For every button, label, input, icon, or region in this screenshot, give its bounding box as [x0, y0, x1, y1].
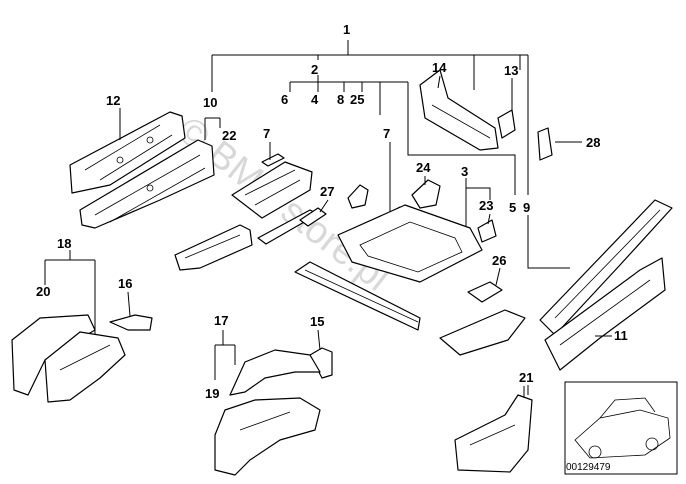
- part-26-bracket: [467, 281, 503, 303]
- part-25-clip: [347, 184, 369, 209]
- part-14-cross-member: [419, 69, 499, 151]
- callout-18: 18: [57, 236, 71, 251]
- leader-lines: [44, 40, 570, 395]
- callout-24: 24: [416, 160, 431, 175]
- callout-14: 14: [432, 60, 447, 75]
- callout-12: 12: [106, 93, 120, 108]
- part-6-floor-section: [231, 161, 313, 219]
- callout-10: 10: [203, 95, 217, 110]
- callout-27: 27: [320, 184, 334, 199]
- callout-28: 28: [586, 135, 600, 150]
- callout-4: 4: [311, 92, 319, 107]
- callout-21: 21: [519, 370, 533, 385]
- callout-17: 17: [214, 313, 228, 328]
- part-22-bracket: [174, 224, 253, 271]
- part-18-wheelhouse-assembly: [44, 331, 126, 403]
- callout-2: 2: [311, 62, 318, 77]
- callout-3: 3: [461, 164, 468, 179]
- part-19-wheel-arch-inner: [214, 397, 321, 476]
- car-thumbnail-inset: 00129479: [564, 381, 678, 475]
- part-21-rear-bracket: [454, 394, 533, 473]
- callout-13: 13: [504, 63, 518, 78]
- part-27-bracket: [299, 207, 327, 227]
- callout-1: 1: [343, 22, 350, 37]
- callout-20: 20: [36, 284, 50, 299]
- part-16-clip: [109, 314, 153, 331]
- callout-25: 25: [350, 92, 364, 107]
- leader-stubs: [119, 75, 612, 398]
- callout-11: 11: [614, 328, 628, 343]
- callout-numbers: 1 2 6 4 8 25 7 7 10 22 12 14 13 28 24 3 …: [36, 22, 628, 401]
- callout-22: 22: [222, 128, 236, 143]
- part-5-sill: [294, 261, 421, 331]
- callout-15: 15: [310, 314, 324, 329]
- part-12-longitudinal-member: [69, 111, 186, 194]
- callout-9: 9: [523, 200, 530, 215]
- part-13-bracket: [497, 109, 516, 139]
- part-17-wheel-arch: [229, 349, 321, 396]
- part-23-bracket: [477, 219, 497, 243]
- part-8-floor-pan: [337, 204, 483, 283]
- part-10-side-member: [79, 139, 215, 229]
- part-24-bracket: [411, 179, 441, 209]
- callout-7a: 7: [263, 126, 270, 141]
- callout-5: 5: [509, 200, 516, 215]
- callout-16: 16: [118, 276, 132, 291]
- callout-7b: 7: [383, 126, 390, 141]
- callout-23: 23: [479, 198, 493, 213]
- part-7-plate-a: [261, 153, 285, 167]
- diagram-code: 00129479: [566, 462, 611, 473]
- callout-6: 6: [281, 92, 288, 107]
- callout-8: 8: [337, 92, 344, 107]
- part-11-rear-panel: [544, 257, 666, 371]
- callout-26: 26: [492, 253, 506, 268]
- part-28-clip: [537, 127, 553, 161]
- callout-19: 19: [205, 386, 219, 401]
- part-9-rear-longitudinal: [539, 199, 673, 336]
- part-3-rear-floor: [439, 309, 526, 356]
